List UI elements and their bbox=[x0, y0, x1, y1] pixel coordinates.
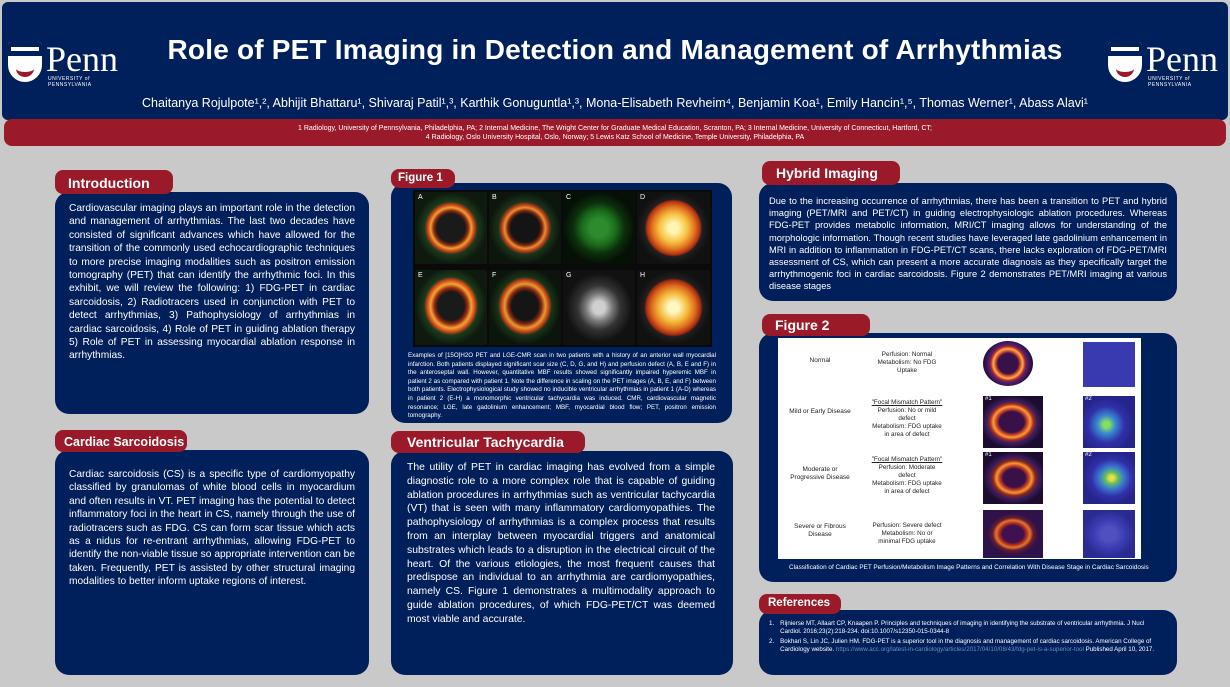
image-tag: #2 bbox=[1085, 396, 1092, 402]
figure2-caption: Classification of Cardiac PET Perfusion/… bbox=[789, 564, 1149, 571]
affiliations-line-2: 4 Radiology, Oslo University Hospital, O… bbox=[425, 134, 805, 141]
pattern-label: "Focal Mismatch Pattern" bbox=[871, 456, 943, 463]
pet-image-c bbox=[563, 192, 635, 264]
hybrid-heading: Hybrid Imaging bbox=[762, 161, 900, 185]
figure2-heading: Figure 2 bbox=[762, 314, 870, 336]
reference-number: 2. bbox=[769, 638, 775, 645]
panel-label-f: F bbox=[492, 272, 497, 279]
hybrid-body: Due to the increasing occurrence of arrh… bbox=[769, 196, 1167, 292]
pattern-label: "Focal Mismatch Pattern" bbox=[871, 399, 943, 406]
pet-perfusion-moderate bbox=[983, 452, 1043, 504]
vt-body: The utility of PET in cardiac imaging ha… bbox=[407, 462, 715, 625]
introduction-body: Cardiovascular imaging plays an importan… bbox=[69, 203, 355, 362]
panel-label-a: A bbox=[418, 194, 423, 201]
panel-label-h: H bbox=[640, 272, 646, 279]
figure1-image: A B C D E F G H bbox=[413, 190, 712, 347]
penn-shield-icon bbox=[1108, 42, 1142, 82]
poster-header bbox=[2, 2, 1228, 120]
figure2-table: Normal Perfusion: Normal Metabolism: No … bbox=[778, 338, 1141, 559]
image-tag: #1 bbox=[985, 396, 992, 402]
reference-body: Bokhari S, Lin JC, Julien HM. FDG-PET is… bbox=[780, 638, 1163, 654]
panel-label-b: B bbox=[492, 194, 497, 201]
stage-description: Perfusion: No or mild defect Metabolism:… bbox=[872, 407, 942, 438]
pet-metabolism-severe bbox=[1083, 510, 1135, 558]
stage-description: Perfusion: Normal Metabolism: No FDG Upt… bbox=[877, 351, 937, 374]
sarcoidosis-body: Cardiac sarcoidosis (CS) is a specific t… bbox=[69, 469, 355, 588]
reference-item: 2. Bokhari S, Lin JC, Julien HM. FDG-PET… bbox=[769, 638, 1163, 654]
pet-metabolism-mild bbox=[1083, 396, 1135, 448]
polar-map-d bbox=[637, 192, 710, 264]
sarcoidosis-panel: Cardiac sarcoidosis (CS) is a specific t… bbox=[55, 450, 369, 675]
affiliations-line-1: 1 Radiology, University of Pennsylvania,… bbox=[298, 125, 932, 132]
penn-logo-word: Penn bbox=[46, 39, 118, 79]
figure1-heading: Figure 1 bbox=[391, 169, 455, 188]
hybrid-panel: Due to the increasing occurrence of arrh… bbox=[759, 183, 1177, 301]
vt-panel: The utility of PET in cardiac imaging ha… bbox=[391, 451, 733, 675]
pet-image-e bbox=[415, 270, 487, 345]
pet-image-a bbox=[415, 192, 487, 264]
reference-text: Bokhari S, Lin JC, Julien HM. FDG-PET is… bbox=[780, 638, 1152, 653]
reference-date: Published April 10, 2017. bbox=[1085, 646, 1155, 653]
sarcoidosis-heading: Cardiac Sarcoidosis bbox=[55, 430, 187, 452]
pet-perfusion-normal bbox=[983, 341, 1033, 386]
affiliations-bar: 1 Radiology, University of Pennsylvania,… bbox=[4, 119, 1226, 146]
reference-item: 1. Rijnierse MT, Allaart CP, Knaapen P. … bbox=[769, 620, 1163, 636]
vt-heading: Ventricular Tachycardia bbox=[391, 431, 585, 453]
penn-logo-word: Penn bbox=[1146, 39, 1218, 79]
pet-image-f bbox=[489, 270, 561, 345]
introduction-panel: Cardiovascular imaging plays an importan… bbox=[55, 192, 369, 414]
reference-number: 1. bbox=[769, 620, 775, 627]
image-tag: #2 bbox=[1085, 452, 1092, 458]
panel-label-d: D bbox=[640, 194, 646, 201]
image-tag: #1 bbox=[985, 452, 992, 458]
panel-label-e: E bbox=[418, 272, 423, 279]
panel-label-c: C bbox=[566, 194, 572, 201]
references-heading: References bbox=[759, 594, 841, 614]
pet-image-b bbox=[489, 192, 561, 264]
stage-label: Normal bbox=[809, 357, 831, 364]
polar-map-h bbox=[637, 270, 710, 345]
reference-link[interactable]: https://www.acc.org/latest-in-cardiology… bbox=[835, 646, 1084, 653]
pet-metabolism-normal bbox=[1083, 342, 1135, 387]
reference-text: Rijnierse MT, Allaart CP, Knaapen P. Pri… bbox=[780, 620, 1145, 635]
penn-logo-right: Penn UNIVERSITY of PENNSYLVANIA bbox=[1108, 39, 1228, 88]
penn-logo-left: Penn UNIVERSITY of PENNSYLVANIA bbox=[8, 39, 128, 88]
stage-label: Moderate or Progressive Disease bbox=[790, 466, 850, 481]
pet-perfusion-mild bbox=[983, 396, 1043, 448]
penn-shield-icon bbox=[8, 42, 42, 82]
figure1-caption: Examples of [15O]H2O PET and LGE-CMR sca… bbox=[408, 352, 716, 420]
stage-label: Severe or Fibrous Disease bbox=[794, 523, 846, 538]
stage-label: Mild or Early Disease bbox=[789, 408, 851, 415]
introduction-heading: Introduction bbox=[55, 170, 173, 194]
penn-logo-subtitle: UNIVERSITY of PENNSYLVANIA bbox=[1148, 76, 1192, 88]
pet-metabolism-moderate bbox=[1083, 452, 1135, 504]
references-panel: 1. Rijnierse MT, Allaart CP, Knaapen P. … bbox=[759, 610, 1177, 675]
stage-description: Perfusion: Severe defect Metabolism: No … bbox=[872, 522, 942, 545]
panel-label-g: G bbox=[566, 272, 572, 279]
poster-title: Role of PET Imaging in Detection and Man… bbox=[167, 34, 1063, 65]
cmr-image-g bbox=[563, 270, 635, 345]
stage-description: Perfusion: Moderate defect Metabolism: F… bbox=[872, 464, 942, 495]
author-list: Chaitanya Rojulpote¹,², Abhijit Bhattaru… bbox=[142, 96, 1088, 110]
pet-perfusion-severe bbox=[983, 510, 1043, 558]
penn-logo-subtitle: UNIVERSITY of PENNSYLVANIA bbox=[48, 76, 92, 88]
